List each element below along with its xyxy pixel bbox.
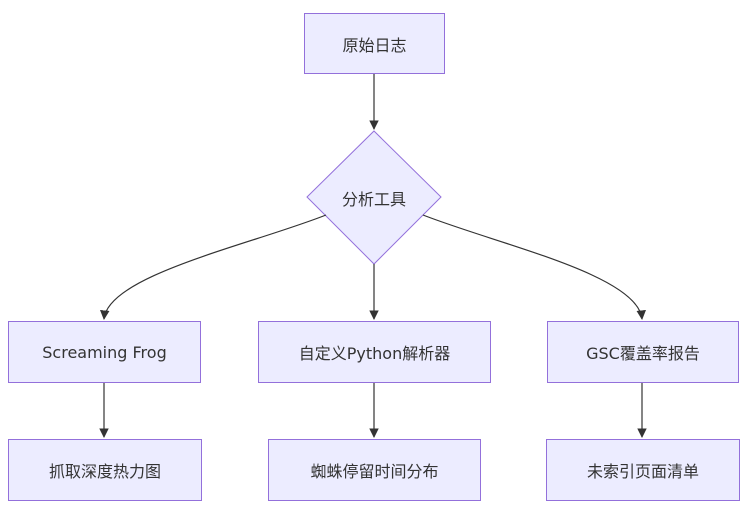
node-screaming-frog-label: Screaming Frog <box>42 342 167 362</box>
edge-analysis-tool-to-gsc-report <box>422 214 646 320</box>
node-python-parser-label: 自定义Python解析器 <box>298 344 451 363</box>
edge-analysis-tool-to-screaming-frog <box>100 214 327 320</box>
node-unindexed-list-label: 未索引页面清单 <box>586 462 699 481</box>
node-screaming-frog[interactable]: Screaming Frog <box>8 321 201 383</box>
node-python-parser[interactable]: 自定义Python解析器 <box>258 321 491 383</box>
node-crawl-heatmap[interactable]: 抓取深度热力图 <box>8 439 202 501</box>
node-raw-logs-label: 原始日志 <box>342 35 407 55</box>
node-spider-dwell-label: 蜘蛛停留时间分布 <box>310 462 439 481</box>
node-unindexed-list[interactable]: 未索引页面清单 <box>546 439 740 501</box>
node-gsc-report[interactable]: GSC覆盖率报告 <box>547 321 739 383</box>
node-spider-dwell[interactable]: 蜘蛛停留时间分布 <box>268 439 481 501</box>
node-analysis-tool-label: 分析工具 <box>341 189 406 209</box>
node-analysis-tool-label-box: 分析工具 <box>307 131 441 264</box>
node-raw-logs[interactable]: 原始日志 <box>304 13 445 74</box>
node-gsc-report-label: GSC覆盖率报告 <box>586 344 700 363</box>
node-crawl-heatmap-label: 抓取深度热力图 <box>48 462 161 481</box>
